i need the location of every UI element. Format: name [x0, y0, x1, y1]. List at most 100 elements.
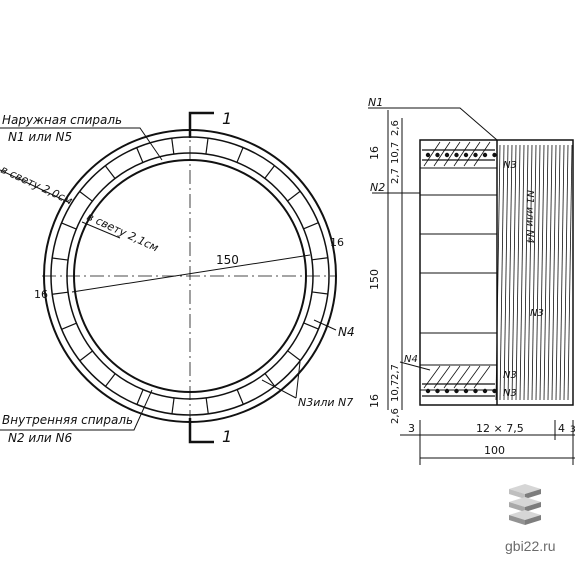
tie-mark [264, 165, 275, 179]
tie-mark [236, 147, 244, 163]
tie-mark [105, 373, 116, 387]
slab-side [509, 489, 525, 499]
rebar-dot [444, 152, 450, 158]
dim-107-top: 10,7 [390, 142, 401, 164]
hatch-line [567, 144, 573, 401]
dim-16-top: 16 [368, 146, 381, 160]
dim-150: 150 [368, 269, 381, 290]
hatch-line [535, 144, 541, 401]
hatch-line [515, 144, 521, 401]
tie-mark [264, 373, 276, 387]
clear-inner-leader [81, 221, 121, 239]
hatch-line [423, 141, 441, 167]
hatch-line [527, 144, 533, 401]
dim-bottom-3-right: 3 [570, 425, 575, 435]
clear-outer-leader [0, 169, 71, 204]
tie-mark [79, 191, 93, 202]
section-mark-bottom-label: 1 [222, 427, 232, 446]
n3-bot2-label: N3 [503, 388, 517, 399]
tie-mark [287, 350, 301, 361]
tie-mark [52, 257, 69, 261]
n3-mid-label: N3 [530, 308, 544, 319]
dim-26-bottom: 2,6 [390, 408, 401, 424]
hatch-line [523, 144, 529, 401]
slab-side [509, 515, 525, 525]
tie-mark [311, 257, 328, 261]
hatch-line [555, 144, 561, 401]
tie-mark [52, 291, 69, 295]
tie-mark [205, 138, 209, 155]
dim-bottom-3: 3 [408, 422, 415, 435]
ring-section-labels: N1 N2 N3 N1 или N4 N3 N4 N3 N3 16 150 16… [368, 96, 575, 457]
hatch-line [499, 144, 505, 401]
wall-thickness-right: 16 [330, 236, 344, 249]
n1-label: N1 [368, 96, 383, 109]
dim-total-100: 100 [484, 444, 505, 457]
n4-label: N4 [338, 325, 355, 339]
rebar-dots [425, 152, 497, 394]
rebar-dot [435, 388, 440, 394]
tie-mark [205, 397, 209, 414]
dim-27-bottom: 2,7 [390, 364, 401, 380]
hatch-line [463, 365, 481, 389]
n3-bot1-label: N3 [503, 370, 517, 381]
hatch-line [463, 141, 481, 167]
tie-mark [136, 147, 144, 163]
hatch-line [563, 144, 569, 401]
n4-leader [313, 319, 337, 331]
outer-spiral-label: Наружная спираль [2, 113, 122, 127]
tie-marks [52, 138, 328, 414]
hatch-line [453, 365, 471, 389]
diameter-label: 150 [216, 253, 239, 267]
diameter-line [71, 254, 311, 293]
outer-spiral-leader [0, 127, 163, 161]
rebar-dot [425, 388, 431, 394]
n3-top-label: N3 [503, 160, 517, 171]
hatch-line [503, 144, 509, 401]
dim-16-bottom: 16 [368, 394, 381, 408]
hatch-line [473, 365, 491, 389]
section-mark-top-label: 1 [222, 109, 232, 128]
hatch-line [559, 144, 565, 401]
ring-section-view [368, 107, 575, 465]
tie-mark [287, 190, 301, 202]
ring-plan-labels: 1 1 Наружная спираль N1 или N5 в свету 2… [0, 109, 355, 446]
inner-spiral-label: Внутренняя спираль [2, 413, 133, 427]
rebar-dot [425, 152, 431, 158]
n4-section-label: N4 [404, 354, 418, 365]
rebar-dot [454, 152, 459, 158]
dim-107-bottom: 10,7 [390, 380, 401, 402]
n2-label: N2 [370, 181, 385, 194]
dim-27-top: 2,7 [390, 168, 401, 184]
slab-side [509, 502, 525, 512]
hatch-line [511, 144, 517, 401]
rebar-dot [473, 388, 478, 394]
tie-mark [61, 222, 77, 230]
tie-mark [303, 222, 319, 230]
n3-leader-a [261, 379, 297, 399]
n1-or-n4-label: N1 или N4 [524, 190, 535, 243]
tie-mark [171, 397, 175, 414]
tie-mark [79, 350, 93, 362]
outer-spiral-sub: N1 или N5 [8, 130, 72, 144]
slab-side [525, 515, 541, 525]
tie-mark [236, 389, 244, 405]
n3-leader-b [295, 361, 301, 399]
hatch-line [433, 141, 451, 167]
section-rebars [422, 149, 495, 397]
rebar-dot [454, 388, 459, 394]
section-hatching [423, 141, 573, 401]
rebar-dot [492, 388, 497, 394]
hatch-line [433, 365, 451, 389]
stacked-slabs-icon [509, 484, 541, 525]
hatch-line [519, 144, 525, 401]
dim-bottom-4: 4 [558, 422, 565, 435]
hatch-line [443, 365, 461, 389]
hatch-line [473, 141, 491, 167]
dim-26-top: 2,6 [390, 120, 401, 136]
section-marker-top [188, 111, 214, 138]
ring-plan-view [0, 111, 337, 444]
tie-mark [104, 165, 116, 179]
section-marker-bottom [188, 418, 214, 444]
